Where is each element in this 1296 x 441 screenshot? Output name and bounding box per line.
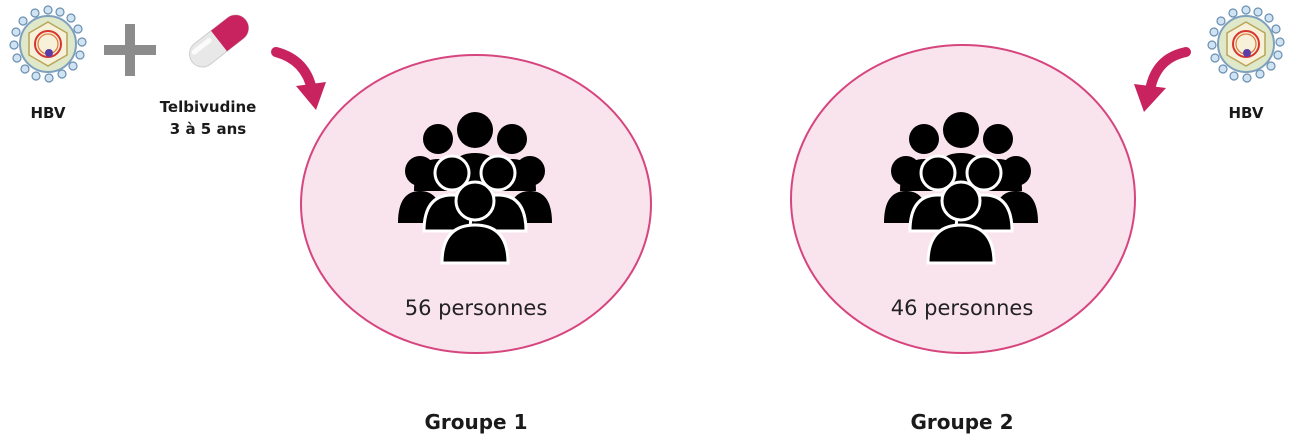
curved-arrow-icon xyxy=(1134,47,1191,112)
group1-title: Groupe 1 xyxy=(424,410,528,434)
curved-arrow-icon xyxy=(271,47,326,110)
people-group-icon xyxy=(882,110,1040,265)
virus-label-left: HBV xyxy=(30,104,66,122)
pill-capsule-icon xyxy=(188,14,250,68)
treatment-label: Telbivudine 3 à 5 ans xyxy=(148,96,268,140)
group1-count: 56 personnes xyxy=(404,296,548,320)
group2-title: Groupe 2 xyxy=(910,410,1014,434)
group2-count: 46 personnes xyxy=(890,296,1034,320)
treatment-duration: 3 à 5 ans xyxy=(169,120,247,138)
virus-icon xyxy=(1207,5,1285,83)
people-group-icon xyxy=(396,110,554,265)
virus-icon xyxy=(9,5,87,83)
treatment-name: Telbivudine xyxy=(159,98,257,116)
virus-label-right: HBV xyxy=(1228,104,1264,122)
plus-icon xyxy=(104,24,156,76)
